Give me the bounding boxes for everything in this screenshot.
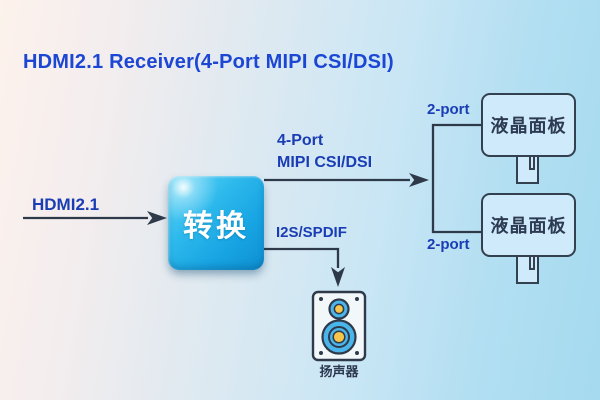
- lcd-panel-bottom: 液晶面板: [481, 193, 576, 257]
- mipi-output-label-line2: MIPI CSI/DSI: [277, 154, 373, 171]
- audio-output-label: I2S/SPDIF: [276, 224, 347, 241]
- speaker-icon: [311, 290, 367, 362]
- port-label-bottom: 2-port: [427, 236, 470, 253]
- lcd-panel-top: 液晶面板: [481, 93, 576, 157]
- stand-connector-notch: [529, 157, 535, 170]
- port-branch-lines: [431, 123, 481, 234]
- hdmi-input-label: HDMI2.1: [32, 195, 100, 214]
- monitor-stand-icon: [516, 255, 539, 284]
- converter-label: 转换: [183, 210, 249, 243]
- mipi-output-label-line1: 4-Port: [277, 132, 324, 149]
- mipi-output-label: 4-Port MIPI CSI/DSI: [277, 130, 372, 174]
- audio-output-arrow: [264, 247, 345, 287]
- stand-connector-notch: [529, 257, 535, 270]
- speaker-label: 扬声器: [319, 364, 359, 379]
- monitor-stand-icon: [516, 155, 539, 184]
- lcd-panel-top-label: 液晶面板: [490, 116, 567, 136]
- lcd-panel-bottom-label: 液晶面板: [490, 216, 567, 236]
- port-label-top: 2-port: [427, 101, 470, 118]
- page-title: HDMI2.1 Receiver(4-Port MIPI CSI/DSI): [23, 51, 394, 73]
- converter-box: 转换: [168, 176, 264, 270]
